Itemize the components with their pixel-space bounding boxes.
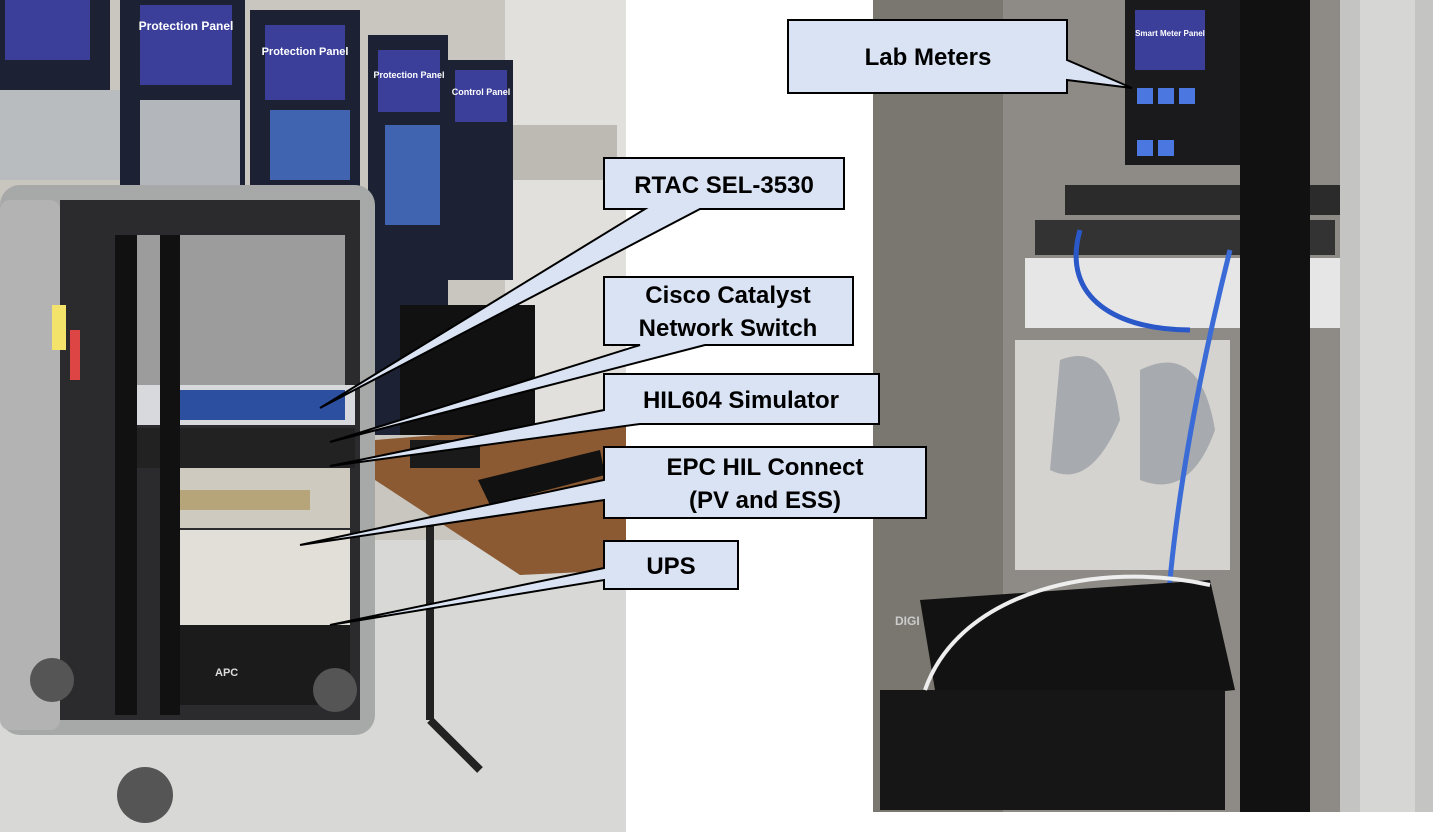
panel-sign-text: Control Panel: [452, 87, 511, 97]
panel-sign-text: Protection Panel: [373, 70, 444, 80]
callout-lab-meters: Lab Meters: [787, 19, 1133, 94]
panel-sign-text: Protection Panel: [139, 19, 234, 33]
right-photo-rack: Smart Meter Panel DIGI: [873, 0, 1433, 812]
callout-epc: EPC HIL Connect (PV and ESS): [299, 446, 927, 546]
rtac-device: [175, 390, 345, 420]
panel-sign-text: Smart Meter Panel: [1135, 29, 1205, 38]
left-photo-lab-cart: Protection Panel Protection Panel Protec…: [0, 0, 626, 832]
callout-label: UPS: [646, 553, 695, 580]
callout-rtac: RTAC SEL-3530: [319, 157, 845, 409]
callout-label: EPC HIL Connect: [667, 454, 864, 481]
panel-sign-text: Protection Panel: [262, 46, 349, 58]
callout-ups: UPS: [329, 540, 739, 626]
callout-label: (PV and ESS): [689, 487, 841, 514]
digi-logo-text: DIGI: [895, 614, 920, 628]
apc-logo-text: APC: [215, 667, 238, 679]
callout-label: Lab Meters: [865, 44, 992, 71]
callout-label: HIL604 Simulator: [643, 387, 839, 414]
panel-sign-1: [5, 0, 90, 60]
callout-label: Cisco Catalyst: [645, 282, 810, 309]
callout-hil604: HIL604 Simulator: [329, 373, 880, 467]
callout-label: Network Switch: [639, 315, 818, 342]
callout-cisco: Cisco Catalyst Network Switch: [329, 276, 854, 443]
callout-label: RTAC SEL-3530: [634, 172, 814, 199]
